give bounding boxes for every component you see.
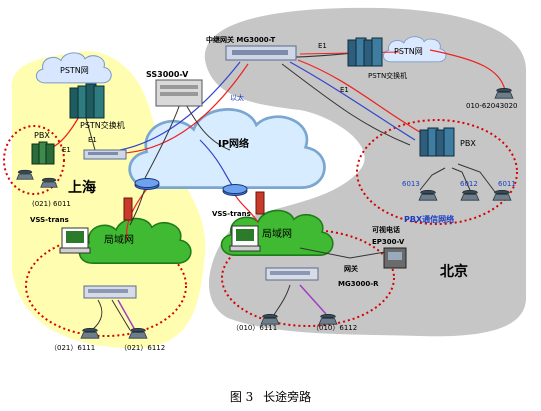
label-vss-right: VSS-trans [212,210,251,218]
trunk-gateway [225,45,297,61]
phone-sh-pbx-a [16,169,34,180]
label-e1-left: E1 [88,136,97,144]
label-beijing: 北京 [440,263,468,280]
label-e1-pbx-left: E1 [62,146,71,154]
label-pstn-left: PSTN网 [60,66,89,75]
label-sh-6112: （021）6112 [120,344,165,352]
label-lan-left: 局域网 [104,233,134,246]
label-vss-left: VSS-trans [30,216,69,224]
figure-caption: 图 3 长途旁路 [0,388,541,406]
label-pbx-6011: 6011 [498,180,516,188]
vss-computer-right [229,225,261,252]
shanghai-pbx-network [3,125,65,195]
phone-pbx-6011 [492,190,512,201]
label-lan-right: 局域网 [262,227,292,240]
pbx-right [419,127,455,157]
label-pbx-6013: 6013 [402,180,420,188]
label-pstn-switch-left: PSTN交换机 [80,120,125,130]
phone-pbx-6012 [460,190,480,201]
videophone [383,247,407,269]
phone-bj-external [494,88,514,99]
phone-sh-6112 [128,328,148,339]
label-gateway-title: 网关 [344,264,358,273]
firewall-left [123,197,133,221]
gateway-right [265,267,319,281]
router-right [222,184,248,196]
label-bj-6111: （010）6111 [232,324,277,332]
label-ethernet: 以太 [230,93,244,102]
pbx-left [31,141,55,165]
shanghai-region [11,51,206,349]
label-pstn-right: PSTN网 [394,47,423,56]
label-videophone-model: EP300-V [372,238,405,246]
gateway-left-lan [83,285,137,299]
phone-bj-6112 [318,314,338,325]
figure-title: 长途旁路 [263,390,312,404]
phone-sh-pbx-b [40,177,58,188]
phone-sh-6111 [80,328,100,339]
phone-pbx-6013 [418,190,438,201]
pbx-communication-network [356,119,518,225]
phone-bj-6111 [260,314,280,325]
label-gateway-model: MG3000-R [338,280,379,288]
pstn-switch-left [69,83,105,119]
label-trunk-gateway: 中继网关 MG3000-T [206,35,276,44]
label-videophone-title: 可视电话 [372,225,400,234]
label-shanghai: 上海 [68,179,96,196]
label-ss3000: SS3000-V [146,70,189,79]
label-sh-6111: （021）6111 [50,344,95,352]
label-sh-pbx-6011: (021) 6011 [32,200,71,208]
router-left [134,178,160,190]
label-bj-external: 010-62043020 [466,102,518,110]
shanghai-lan-network [25,235,187,337]
label-pbx-network: PBX通信网络 [404,214,454,224]
network-diagram: PSTN网 PSTN网 PSTN交换机 PSTN交换机 SS3000-V 中继网… [3,7,527,352]
vss-computer-left [59,227,91,254]
label-bj-6112: （010）6112 [312,324,357,332]
label-pbx-left: PBX [34,131,50,140]
figure-number: 图 3 [229,390,254,404]
label-pbx-right: PBX [460,139,476,148]
label-pstn-switch-right: PSTN交换机 [368,71,407,80]
gateway-left [83,149,127,160]
label-e1-trunk-mid: E1 [340,86,349,94]
label-ip-network: IP网络 [218,137,249,150]
label-e1-trunk-top: E1 [318,42,327,50]
label-pbx-6012: 6012 [460,180,478,188]
ss3000-server [155,79,203,107]
pstn-switch-right [347,37,383,67]
firewall-right [255,191,265,215]
